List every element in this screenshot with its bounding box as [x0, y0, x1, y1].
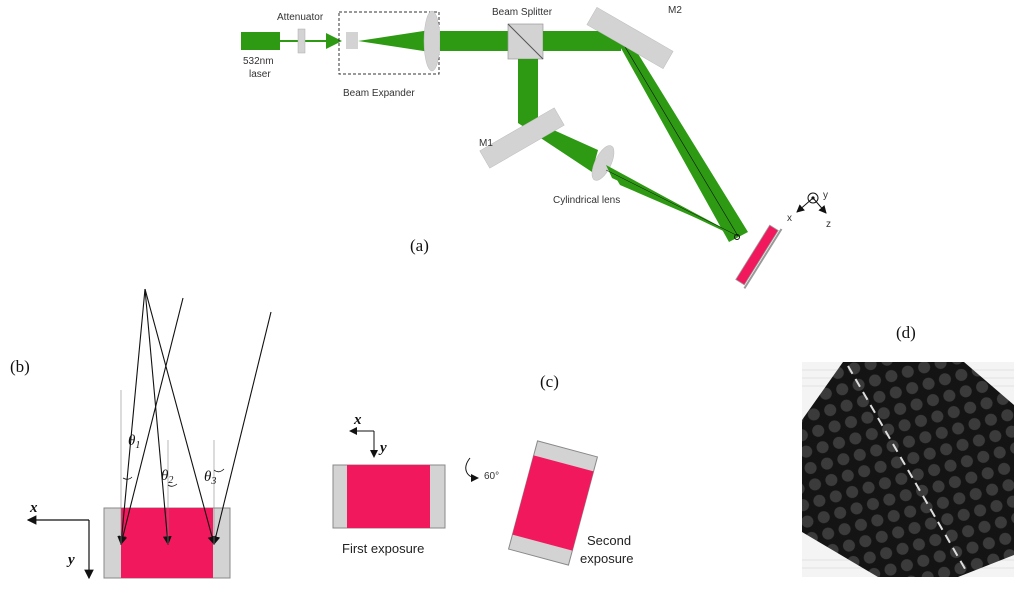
m2-label: M2 — [668, 5, 682, 16]
second-exposure-sample — [507, 440, 599, 566]
panel-c: (c) x y First exposure 60° Second exposu… — [332, 372, 633, 566]
cylindrical-lens — [591, 145, 615, 181]
cylindrical-lens-label: Cylindrical lens — [553, 195, 620, 206]
interference-pattern — [802, 362, 1014, 577]
coordinate-axes-b: x y — [26, 500, 94, 580]
panel-a: 532nm laser Attenuator Beam Expander Bea… — [241, 5, 831, 289]
attenuator-label: Attenuator — [277, 12, 324, 23]
beam-m2-to-sample — [612, 32, 748, 242]
expander-lens-1 — [346, 32, 358, 49]
panel-a-label: (a) — [410, 236, 429, 255]
mirror-m1 — [479, 107, 565, 169]
laser-label-2: laser — [249, 69, 271, 80]
dashed-guide-line — [847, 365, 969, 575]
theta-2: θ2 — [161, 468, 173, 486]
laser-source — [241, 32, 280, 50]
second-exposure-label-1: Second — [587, 533, 631, 548]
beam-splitter-label: Beam Splitter — [492, 7, 553, 18]
collimated-beam — [440, 31, 508, 51]
interfering-rays — [117, 288, 272, 546]
focus-point — [734, 234, 740, 240]
expander-lens-2 — [423, 10, 441, 72]
attenuator — [297, 28, 306, 54]
laser-label-1: 532nm — [243, 56, 274, 67]
first-exposure-sample — [332, 464, 446, 529]
theta-1: θ1 — [128, 433, 140, 451]
axis-b-y: y — [66, 552, 75, 568]
panel-b-label: (b) — [10, 357, 30, 376]
rotation-label: 60° — [484, 471, 499, 482]
theta-3: θ3 — [204, 469, 216, 487]
axis-c-x: x — [353, 412, 362, 428]
beam-to-m1 — [518, 59, 538, 123]
axis-a-x: x — [787, 213, 792, 224]
panel-d-label: (d) — [896, 323, 916, 342]
second-exposure-label-2: exposure — [580, 551, 633, 566]
mirror-m2 — [586, 6, 674, 70]
sample-plate — [735, 224, 783, 289]
axis-a-z: z — [826, 219, 831, 230]
axis-c-y: y — [378, 440, 387, 456]
beam-expander-label: Beam Expander — [343, 88, 415, 99]
coordinate-axes-a: y x z — [787, 190, 831, 230]
sample-film — [121, 508, 213, 578]
panel-b: (b) θ1 θ2 θ3 x y — [10, 288, 272, 580]
panel-c-label: (c) — [540, 372, 559, 391]
axis-a-y: y — [823, 190, 828, 201]
m1-label: M1 — [479, 138, 493, 149]
first-exposure-label: First exposure — [342, 541, 424, 556]
rotation-arrow — [465, 457, 479, 482]
axis-b-x: x — [29, 500, 38, 516]
coordinate-axes-c: x y — [349, 412, 387, 458]
panel-d: (d) — [802, 323, 1014, 577]
beam-to-m2 — [543, 31, 621, 51]
expanding-beam — [358, 30, 430, 52]
